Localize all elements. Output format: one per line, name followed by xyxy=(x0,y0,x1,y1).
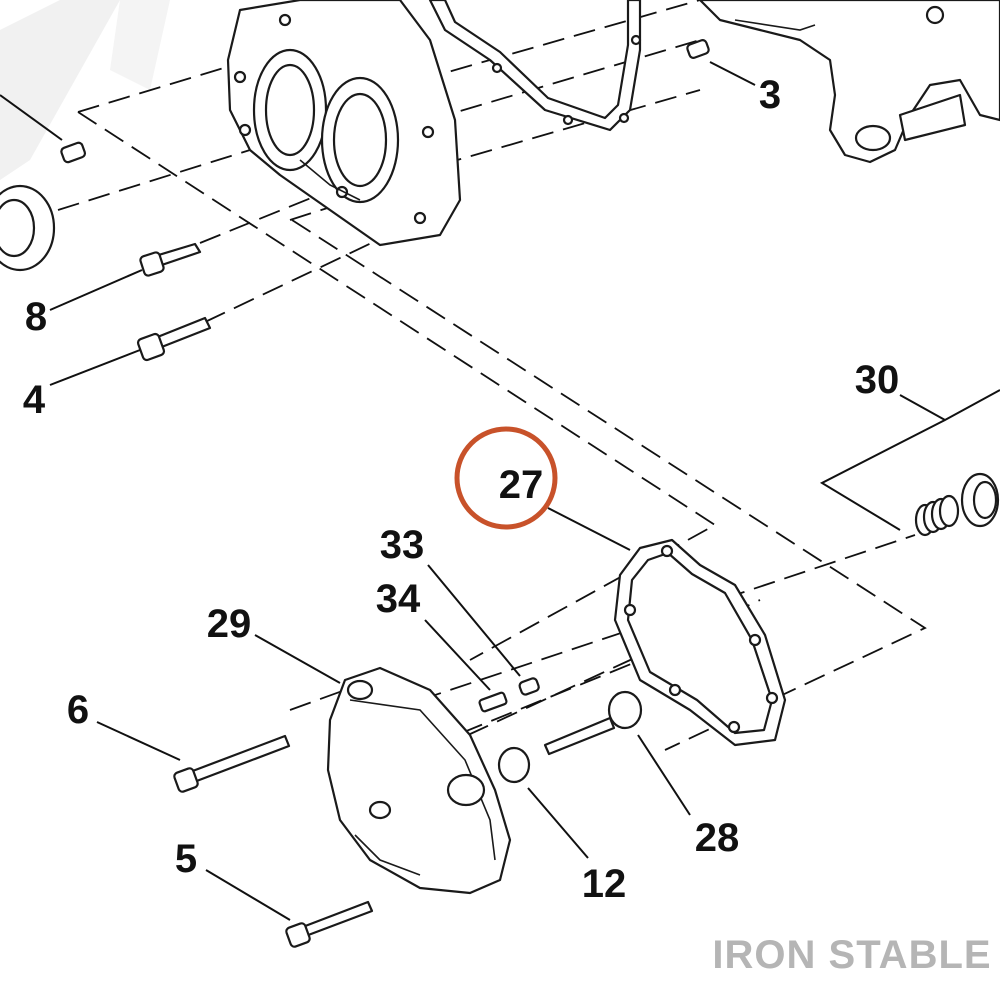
callout-34: 34 xyxy=(376,577,421,621)
transmission-housing xyxy=(226,0,462,247)
alignment-dashes xyxy=(57,0,927,751)
callout-33: 33 xyxy=(380,523,425,567)
spring-30 xyxy=(914,494,960,537)
bolt-8 xyxy=(139,242,202,277)
callout-6: 6 xyxy=(67,688,89,732)
dowel-pin-left xyxy=(60,141,87,164)
side-cover-29 xyxy=(326,666,512,895)
watermark: IRON STABLE xyxy=(712,933,991,977)
callout-12: 12 xyxy=(582,862,627,906)
callout-30: 30 xyxy=(855,358,900,402)
cover-gasket-27 xyxy=(613,538,787,747)
leader-lines xyxy=(0,61,1000,921)
washer-30 xyxy=(960,472,1000,528)
callout-5: 5 xyxy=(175,837,197,881)
bolt-6 xyxy=(173,734,291,793)
callout-4: 4 xyxy=(23,378,46,422)
screw-34 xyxy=(478,691,508,713)
background-shapes xyxy=(0,0,170,180)
housing-gasket xyxy=(428,0,642,132)
bolt-4 xyxy=(136,316,212,362)
bolt-5 xyxy=(285,900,374,948)
callout-3: 3 xyxy=(759,73,781,117)
bearing-left xyxy=(0,184,56,272)
o-ring-12 xyxy=(497,746,531,784)
callout-29: 29 xyxy=(207,602,252,646)
callout-labels: 3 8 4 30 27 33 34 29 6 28 12 5 xyxy=(23,73,899,906)
callout-28: 28 xyxy=(695,816,740,860)
highlight-ring-27 xyxy=(454,426,558,530)
side-bracket xyxy=(698,0,1000,164)
plug-33 xyxy=(518,677,540,696)
shaft-28 xyxy=(543,690,643,756)
dowel-pin-3 xyxy=(686,39,710,59)
callout-27: 27 xyxy=(499,463,544,507)
callout-8: 8 xyxy=(25,295,47,339)
